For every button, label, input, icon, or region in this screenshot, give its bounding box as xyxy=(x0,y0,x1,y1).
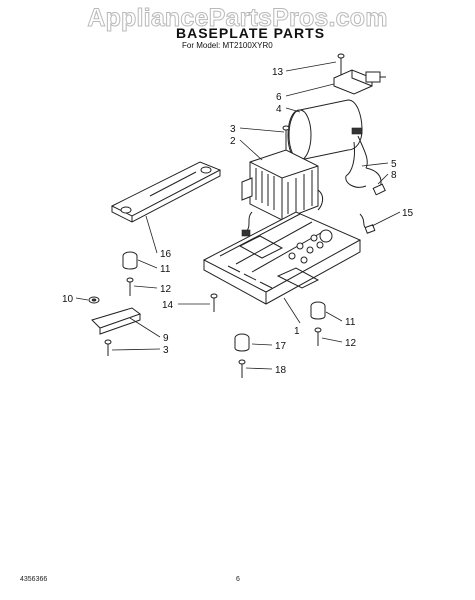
watermark: AppliancePartsPros.com xyxy=(87,4,388,33)
callout-labels: 13 6 4 3 2 5 8 15 16 11 12 10 14 9 3 1 1… xyxy=(62,67,414,376)
part-14-screw xyxy=(210,293,218,312)
part-3-screw-upper xyxy=(282,125,290,150)
page-number: 6 xyxy=(236,576,240,583)
part-15-switch xyxy=(359,213,376,234)
part-11-foot-right xyxy=(310,301,326,320)
part-12-screw-left xyxy=(126,277,134,296)
part-4-capacitor xyxy=(287,99,368,177)
callout-3-lower: 3 xyxy=(163,345,169,356)
part-11-foot-left xyxy=(122,251,138,270)
part-12-screw-right xyxy=(314,327,322,346)
callout-15: 15 xyxy=(402,208,414,219)
callout-3-upper: 3 xyxy=(230,124,236,135)
part-9-clip xyxy=(91,307,142,335)
part-13-screw xyxy=(337,53,345,78)
document-number: 4356366 xyxy=(20,576,48,583)
part-17-foot xyxy=(234,333,250,352)
model-subtitle: For Model: MT2100XYR0 xyxy=(182,41,273,50)
diagram-title: BASEPLATE PARTS xyxy=(176,25,326,41)
callout-11-left: 11 xyxy=(160,264,171,275)
callout-11-right: 11 xyxy=(345,317,356,328)
callout-6: 6 xyxy=(276,92,282,103)
part-3-screw-lower xyxy=(104,339,112,356)
part-1-baseplate xyxy=(202,211,362,305)
part-10-nut xyxy=(88,296,100,304)
callout-18: 18 xyxy=(275,365,287,376)
part-18-screw xyxy=(238,359,246,378)
part-16-rail xyxy=(110,161,222,223)
callout-13: 13 xyxy=(272,67,284,78)
callout-5: 5 xyxy=(391,159,397,170)
part-2-transformer xyxy=(241,149,324,237)
callout-16: 16 xyxy=(160,249,172,260)
callout-12-right: 12 xyxy=(345,338,357,349)
callout-10: 10 xyxy=(62,294,74,305)
part-6-bracket xyxy=(333,69,386,95)
callout-9: 9 xyxy=(163,333,169,344)
callout-17: 17 xyxy=(275,341,287,352)
leader-lines xyxy=(75,61,401,370)
part-5-wire-assembly xyxy=(345,167,386,196)
callout-14: 14 xyxy=(162,300,174,311)
callout-2: 2 xyxy=(230,136,236,147)
callout-8: 8 xyxy=(391,170,397,181)
callout-1: 1 xyxy=(294,326,300,337)
callout-4: 4 xyxy=(276,104,282,115)
callout-12-left: 12 xyxy=(160,284,172,295)
